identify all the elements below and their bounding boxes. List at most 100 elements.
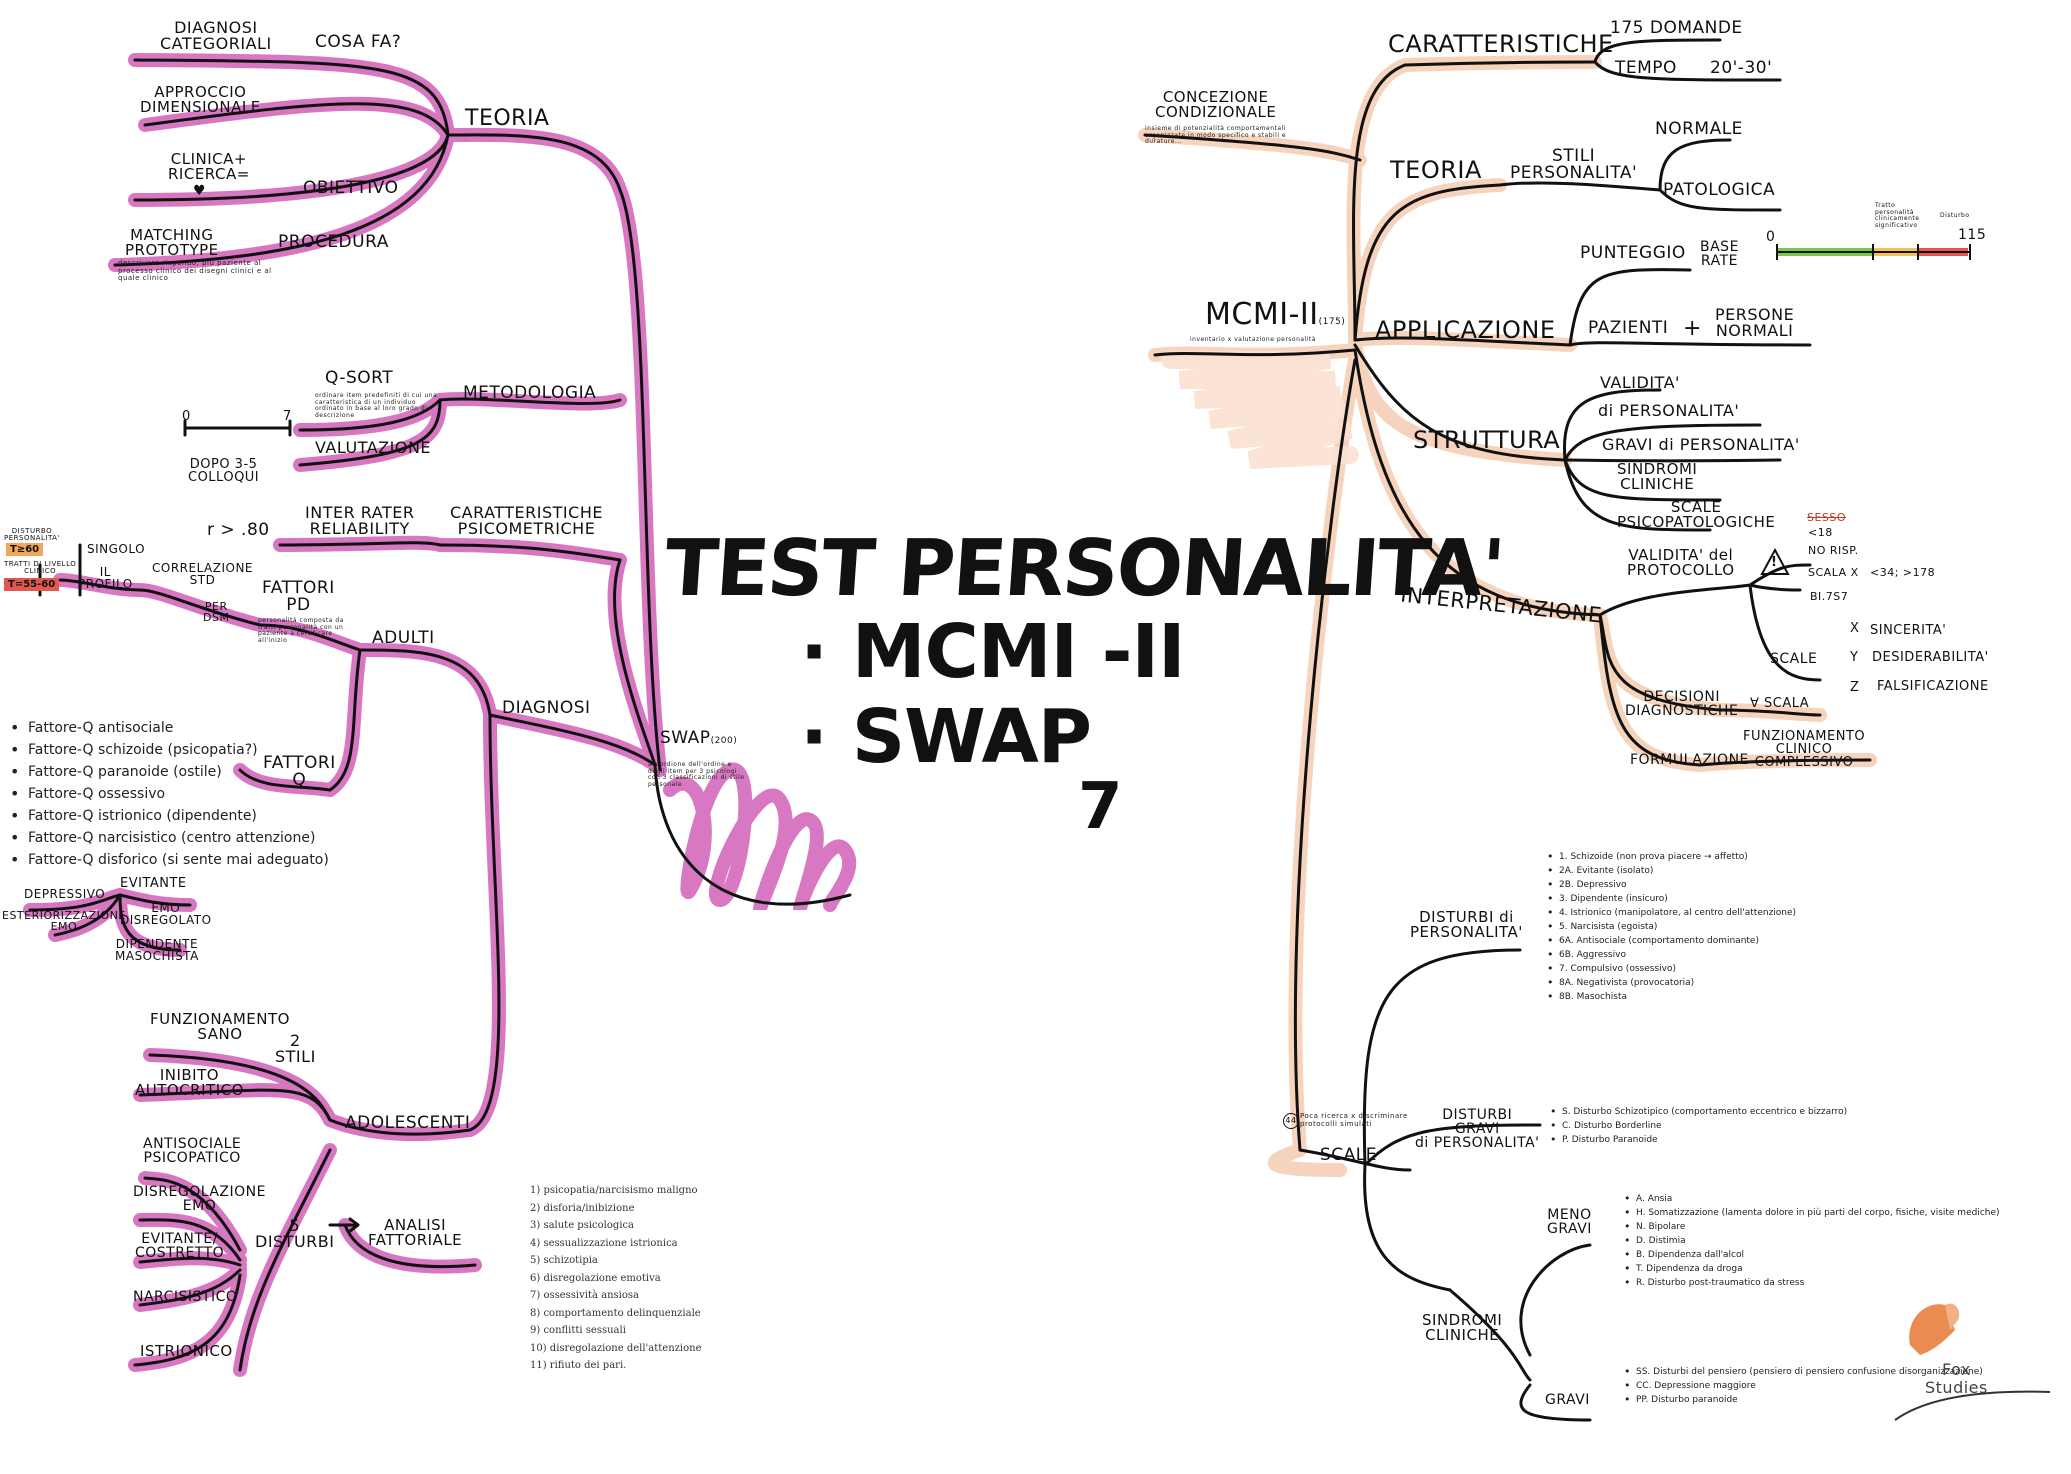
node-tempo-val: 20'-30' bbox=[1710, 58, 1773, 78]
list-item: 5) schizotipia bbox=[530, 1255, 598, 1266]
tratti-clinico-label: TRATTI DI LIVELLO CLINICO bbox=[4, 560, 77, 575]
node-diagnosi-categoriali: DIAGNOSI CATEGORIALI bbox=[160, 18, 272, 53]
node-scale-psico: SCALE PSICOPATOLOGICHE bbox=[1617, 498, 1776, 531]
scale-start: 0 bbox=[1766, 229, 1776, 245]
scale-seven: 7 bbox=[283, 409, 292, 424]
node-per-scala: ∀ SCALA bbox=[1750, 696, 1810, 711]
base-rate-scale bbox=[1776, 244, 1971, 260]
right-branch-lines bbox=[1143, 38, 1872, 1422]
node-antisociale-psicopatico: ANTISOCIALE PSICOPATICO bbox=[143, 1136, 242, 1166]
concezione-note: insieme di potenzialità comportamentali … bbox=[1145, 125, 1287, 146]
node-z-label: Z bbox=[1850, 680, 1860, 695]
list-item: 4. Istrionico (manipolatore, al centro d… bbox=[1545, 906, 1796, 920]
heart-icon: ♥ bbox=[193, 183, 207, 199]
list-item: 1) psicopatia/narcisismo maligno bbox=[530, 1185, 698, 1196]
node-normale: NORMALE bbox=[1655, 119, 1743, 139]
list-item: S. Disturbo Schizotipico (comportamento … bbox=[1548, 1105, 1847, 1119]
node-validita-protocollo: VALIDITA' del PROTOCOLLO bbox=[1627, 546, 1735, 579]
list-item: 1. Schizoide (non prova piacere → affett… bbox=[1545, 850, 1796, 864]
list-item: Fattore-Q disforico (si sente mai adegua… bbox=[8, 849, 329, 871]
list-item: SS. Disturbi del pensiero (pensiero di p… bbox=[1622, 1365, 1983, 1379]
list-item: T. Dipendenza da droga bbox=[1622, 1262, 2000, 1276]
node-sesso: SESSO bbox=[1807, 511, 1847, 524]
node-cinque-disturbi: 5 DISTURBI bbox=[255, 1216, 335, 1251]
list-item: Fattore-Q narcisistico (centro attenzion… bbox=[8, 827, 329, 849]
node-scala-x-range: <34; >178 bbox=[1870, 566, 1936, 579]
scale-end-note: Disturbo bbox=[1940, 212, 1970, 219]
list-item: A. Ansia bbox=[1622, 1192, 2000, 1206]
node-teoria-left: TEORIA bbox=[465, 106, 550, 131]
node-evitante-costretto: EVITANTE/ COSTRETTO bbox=[135, 1231, 225, 1261]
disturbi-gravi-list: S. Disturbo Schizotipico (comportamento … bbox=[1548, 1105, 1847, 1147]
list-item: P. Disturbo Paranoide bbox=[1548, 1133, 1847, 1147]
scale-end: 115 bbox=[1958, 227, 1987, 243]
node-sindromi-main: SINDROMI CLINICHE bbox=[1422, 1311, 1503, 1344]
node-analisi-fattoriale: ANALISI FATTORIALE bbox=[368, 1216, 463, 1249]
node-dipendente-masochista: DIPENDENTE MASOCHISTA bbox=[115, 937, 199, 963]
list-item: PP. Disturbo paranoide bbox=[1622, 1393, 1983, 1407]
list-item: 2) disforia/inibizione bbox=[530, 1202, 635, 1214]
node-desiderabilita: DESIDERABILITA' bbox=[1872, 650, 1989, 665]
node-r-80: r > .80 bbox=[207, 520, 270, 540]
node-swap: SWAP(200) bbox=[660, 728, 738, 748]
list-item: N. Bipolare bbox=[1622, 1220, 2000, 1234]
node-y-label: Y bbox=[1850, 650, 1859, 665]
node-funzionamento-clinico: FUNZIONAMENTO CLINICO COMPLESSIVO bbox=[1743, 729, 1866, 770]
node-concezione: CONCEZIONE CONDIZIONALE bbox=[1155, 88, 1277, 121]
node-base-rate: BASE RATE bbox=[1700, 239, 1739, 269]
node-di-personalita: di PERSONALITA' bbox=[1598, 401, 1740, 420]
node-correlazione: CORRELAZIONE STD bbox=[152, 561, 254, 587]
node-stili: STILI PERSONALITA' bbox=[1510, 146, 1638, 183]
list-item: 6) disregolazione emotiva bbox=[530, 1272, 661, 1284]
node-sindromi-cliniche-struttura: SINDROMI CLINICHE bbox=[1617, 460, 1698, 493]
scale-main-badge: 44 bbox=[1283, 1113, 1299, 1129]
node-clinica-ricerca: CLINICA+ RICERCA= bbox=[168, 150, 250, 183]
node-175-domande: 175 DOMANDE bbox=[1610, 18, 1743, 38]
node-scale-main: SCALE bbox=[1320, 1145, 1378, 1165]
list-item: D. Distimia bbox=[1622, 1234, 2000, 1248]
node-funzionamento-sano: FUNZIONAMENTO SANO bbox=[150, 1010, 290, 1043]
node-bi7s7: BI.7S7 bbox=[1810, 590, 1849, 603]
node-approccio-dimensionale: APPROCCIO DIMENSIONALE bbox=[140, 83, 261, 116]
node-gravi-personalita: GRAVI di PERSONALITA' bbox=[1602, 435, 1800, 454]
node-scala-x: SCALA X bbox=[1808, 566, 1859, 579]
main-mark: 7 bbox=[1078, 770, 1124, 844]
list-item: 7) ossessività ansiosa bbox=[530, 1290, 639, 1301]
q-sort-note: ordinare item predefiniti di cui una car… bbox=[315, 392, 438, 419]
fattoriale-list: 1) psicopatia/narcisismo maligno 2) disf… bbox=[530, 1182, 702, 1375]
node-caratteristiche-psico: CARATTERISTICHE PSICOMETRICHE bbox=[450, 503, 603, 538]
node-plus: + bbox=[1683, 316, 1702, 341]
node-procedura: PROCEDURA bbox=[278, 232, 389, 252]
list-item: 2A. Evitante (isolato) bbox=[1545, 864, 1796, 878]
left-branch-lines bbox=[28, 58, 852, 1372]
warning-triangle-icon bbox=[1760, 547, 1790, 575]
node-inibito-autocritico: INIBITO AUTOCRITICO bbox=[135, 1066, 244, 1099]
node-emo-disregolato: EMO DISREGOLATO bbox=[120, 901, 212, 927]
node-cosa-fa: COSA FA? bbox=[315, 32, 402, 52]
brand-studies: Studies bbox=[1925, 1378, 1988, 1397]
node-per-dsm: PER DSM bbox=[203, 600, 230, 624]
list-item: C. Disturbo Borderline bbox=[1548, 1119, 1847, 1133]
list-item: R. Disturbo post-traumatico da stress bbox=[1622, 1276, 2000, 1290]
node-disturbi-personalita: DISTURBI di PERSONALITA' bbox=[1410, 908, 1523, 941]
list-item: Fattore-Q schizoide (psicopatia?) bbox=[8, 739, 329, 761]
main-bullet-swap: · SWAP bbox=[800, 694, 1092, 780]
node-teoria-right: TEORIA bbox=[1390, 156, 1482, 184]
node-obiettivo: OBIETTIVO bbox=[303, 178, 399, 198]
node-dopo-colloqui: DOPO 3-5 COLLOQUI bbox=[188, 457, 260, 485]
list-item: CC. Depressione maggiore bbox=[1622, 1379, 1983, 1393]
fattori-pd-note: personalità composta da tratti-personali… bbox=[258, 617, 344, 644]
node-validita: VALIDITA' bbox=[1600, 373, 1680, 392]
node-esteriorizzazione: ESTERIORIZZAZIONE EMO bbox=[2, 909, 126, 933]
meno-gravi-list: A. Ansia H. Somatizzazione (lamenta dolo… bbox=[1622, 1192, 2000, 1290]
node-caratteristiche: CARATTERISTICHE bbox=[1388, 30, 1614, 58]
node-persone-normali: PERSONE NORMALI bbox=[1715, 305, 1795, 340]
t5560-badge: T=55-60 bbox=[4, 578, 60, 591]
node-adulti: ADULTI bbox=[372, 628, 435, 648]
node-profilo: IL PROFILO bbox=[78, 565, 133, 591]
mcmi-note: inventario x valutazione personalità bbox=[1190, 336, 1316, 343]
node-sincerita: SINCERITA' bbox=[1870, 623, 1947, 638]
node-patologica: PATOLOGICA bbox=[1663, 180, 1776, 200]
list-item: 6B. Aggressivo bbox=[1545, 948, 1796, 962]
node-applicazione: APPLICAZIONE bbox=[1375, 316, 1556, 344]
